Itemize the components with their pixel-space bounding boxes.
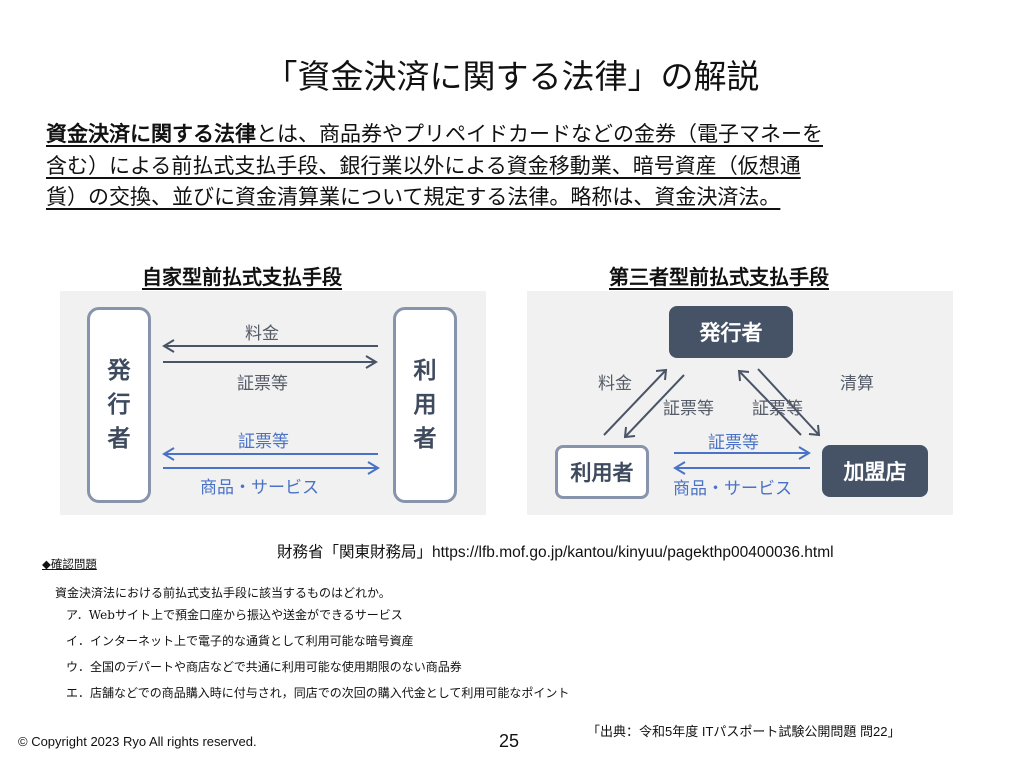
issuer-char: 発 [107,358,131,384]
third-party-diagram-title: 第三者型前払式支払手段 [609,265,829,289]
definition-paragraph: 資金決済に関する法律とは、商品券やプリペイドカードなどの金券（電子マネーを 含む… [46,118,946,214]
quiz-option-e: エ．店舗などでの商品購入時に付与され，同店での次回の購入代金として利用可能なポイ… [66,686,570,700]
definition-term: 資金決済に関する法律 [46,121,256,146]
user-char: 利 [413,358,437,384]
quiz-question: 資金決済法における前払式支払手段に該当するものはどれか。 [55,586,391,600]
arrows-icon [603,368,821,475]
voucher-label: 証票等 [708,433,759,453]
exam-citation: 「出典：令和5年度 ITパスポート試験公開問題 問22」 [587,724,901,739]
quiz-option-u: ウ．全国のデパートや商店などで共通に利用可能な使用期限のない商品券 [66,660,462,674]
fee-label: 料金 [245,324,279,344]
third-party-diagram: 発行者 利用者 加盟店 料金 証票等 証票等 清算 証票等 商品・サービス [527,291,953,515]
source-link[interactable]: 財務省「関東財務局」https://lfb.mof.go.jp/kantou/k… [277,544,834,561]
definition-line-3: 貨）の交換、並びに資金清算業について規定する法律。略称は、資金決済法。 [46,185,781,209]
arrows-icon [162,339,380,475]
self-type-diagram-title: 自家型前払式支払手段 [142,265,342,289]
definition-text: とは、商品券やプリペイドカードなどの金券（電子マネーを [256,122,823,146]
goods-services-label: 商品・サービス [673,479,792,499]
quiz-options: ア．Webサイト上で預金口座から振込や送金ができるサービス イ．インターネット上… [66,606,569,710]
definition-line-1: 資金決済に関する法律とは、商品券やプリペイドカードなどの金券（電子マネーを [46,118,946,151]
issuer-char: 者 [107,426,131,452]
quiz-heading: ◆確認問題 [42,557,97,571]
voucher-label: 証票等 [238,432,289,452]
user-node: 利用者 [555,445,649,499]
slide-title: 「資金決済に関する法律」の解説 [264,57,760,96]
quiz-option-i: イ．インターネット上で電子的な通貨として利用可能な暗号資産 [66,634,414,648]
issuer-node: 発行者 [669,306,793,358]
definition-line-2: 含む）による前払式支払手段、銀行業以外による資金移動業、暗号資産（仮想通 [46,153,801,178]
voucher-label: 証票等 [752,399,803,419]
issuer-char: 行 [107,392,131,418]
settlement-label: 清算 [840,374,874,394]
merchant-node: 加盟店 [822,445,928,497]
user-box: 利 用 者 [393,307,457,503]
self-type-diagram: 発 行 者 利 用 者 料金 証票等 証票等 商品・サービス [60,291,486,515]
voucher-label: 証票等 [237,374,288,394]
user-char: 者 [413,426,437,452]
page-number: 25 [499,731,520,751]
issuer-box: 発 行 者 [87,307,151,503]
quiz-option-a: ア．Webサイト上で預金口座から振込や送金ができるサービス [66,608,403,622]
copyright: © Copyright 2023 Ryo All rights reserved… [18,734,257,749]
fee-label: 料金 [598,374,632,394]
user-char: 用 [413,392,437,418]
goods-services-label: 商品・サービス [200,478,319,498]
voucher-label: 証票等 [663,399,714,419]
